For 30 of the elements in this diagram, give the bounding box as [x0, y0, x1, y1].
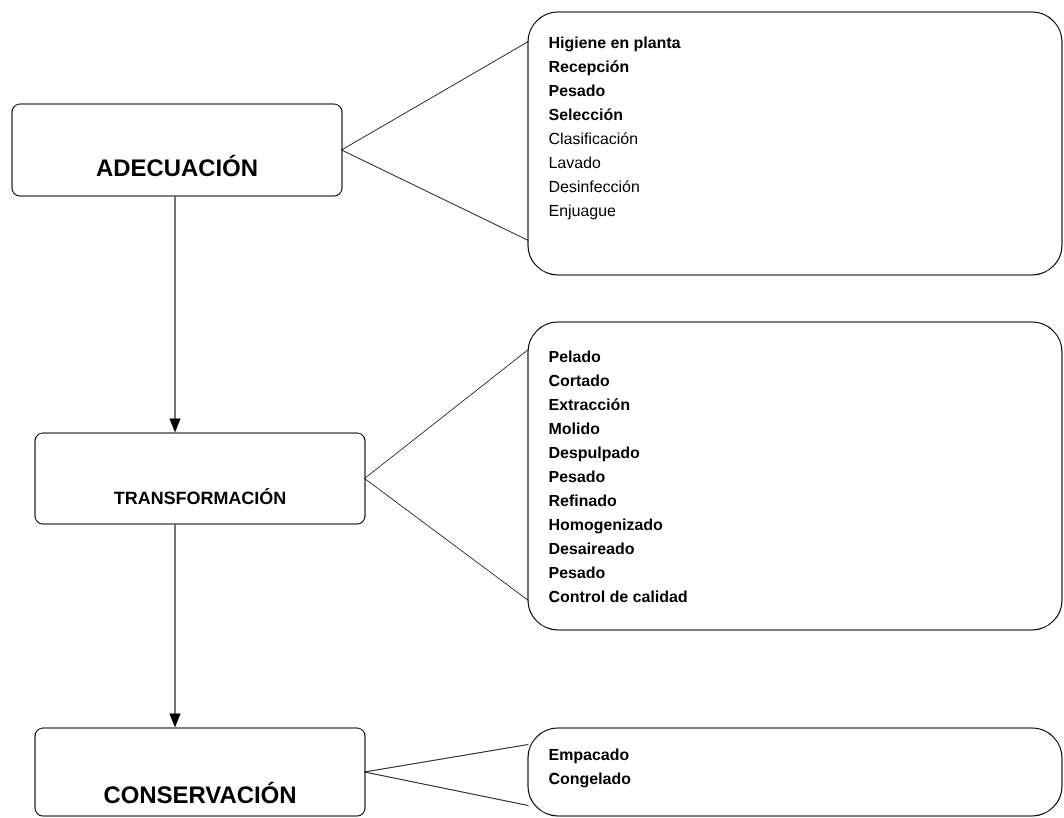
list-item: Despulpado [549, 446, 640, 462]
callout-box [527, 11, 1063, 276]
list-item: Selección [549, 108, 622, 121]
list-item: Molido [549, 422, 600, 435]
list-item: Refinado [549, 494, 617, 507]
callout-wedge [364, 744, 529, 806]
list-item: Desinfección [549, 180, 639, 193]
list-item: Control de calidad [549, 590, 687, 603]
list-item: Congelado [549, 772, 631, 788]
list-item: Lavado [549, 156, 601, 169]
list-item: Higiene en planta [549, 36, 681, 52]
list-item: Desaireado [549, 542, 634, 555]
callout-wedge [341, 41, 529, 241]
stage-box: TRANSFORMACIÓN [34, 432, 366, 525]
stage-box: CONSERVACIÓN [34, 727, 366, 817]
list-item: Pesado [549, 470, 605, 483]
list-item: Pesado [549, 566, 605, 579]
stage-box: ADECUACIÓN [11, 103, 343, 197]
list-item: Pesado [549, 84, 605, 97]
list-item: Clasificación [549, 132, 637, 145]
callout-box [527, 321, 1063, 631]
list-item: Cortado [549, 374, 609, 387]
list-item: Extracción [549, 398, 630, 411]
callout-box [527, 727, 1063, 817]
callout-wedge [364, 349, 529, 601]
list-item: Recepción [549, 60, 629, 76]
list-item: Empacado [549, 748, 629, 764]
list-item: Pelado [549, 350, 601, 363]
list-item: Enjuague [549, 204, 616, 220]
list-item: Homogenizado [549, 518, 663, 534]
